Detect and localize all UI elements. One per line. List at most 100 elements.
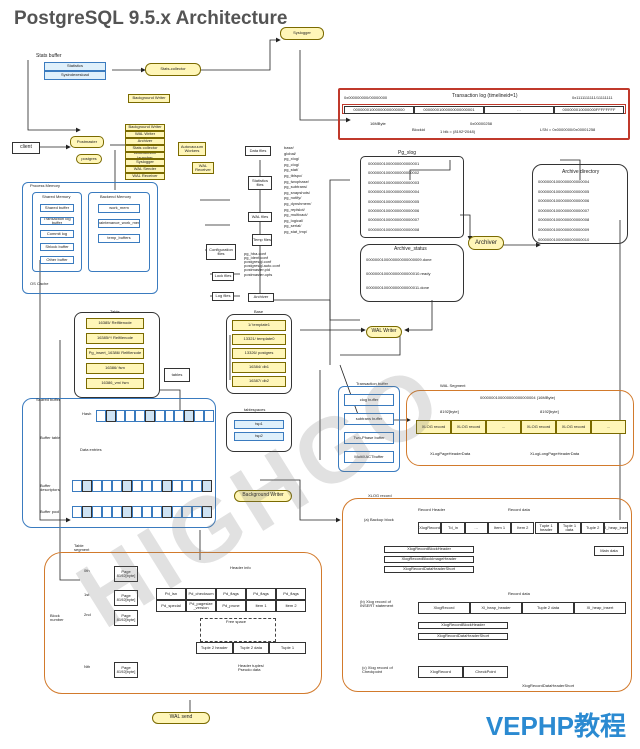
xlog-row-c-cell: CheckPoint — [463, 666, 508, 678]
tlog-lsn: LSN = 0x0000000/0x00001258 — [540, 127, 596, 132]
tlog-blockid: Blockid — [412, 127, 425, 132]
xlog-row-c-cell: XlogRecord — [418, 666, 463, 678]
stats-collector-box: Stats-collector — [145, 63, 201, 76]
shared-buffer-region — [22, 398, 216, 528]
base-database-item: 1/ template1 — [232, 320, 286, 331]
archive-directory-file: 00000001000000000000006 — [538, 198, 590, 204]
wal-segment-title: WAL Segment — [440, 383, 466, 388]
transaction-log-segment: … — [484, 106, 554, 114]
tablespaces-region — [226, 412, 292, 452]
tablespaces-title: tablespaces — [244, 407, 266, 412]
transaction-log-segment: 00000001000000000000000 — [344, 106, 414, 114]
pg-xlog-file: 00000001000000000000008 — [368, 226, 420, 232]
tables-box: tables — [164, 368, 190, 382]
header-info-label: Header info — [230, 565, 251, 570]
page-header-cell: Pd_pagesize _version — [186, 600, 216, 612]
xlog-row-a-cell: Tuple 2 — [581, 522, 605, 534]
shared-memory-region — [32, 192, 82, 272]
table-segment-region — [44, 552, 322, 694]
transaction-buffer-item: Two-Phase buffer — [344, 432, 394, 444]
buffer-table-cell — [125, 410, 136, 422]
buffer-table-cell — [135, 410, 145, 422]
pg-directory-item: pg_logical/ — [284, 217, 304, 223]
archive-status-region — [360, 244, 464, 302]
os-cache-label: OS Cache — [30, 281, 49, 286]
transaction-log-end: 0x1111111111/11111111 — [572, 95, 613, 100]
hash-label: Hash — [82, 411, 92, 416]
transaction-buffer-item: MultiXACTbuffer — [344, 451, 394, 463]
tlog-record-note: 1 blk = (8192*2048) — [440, 129, 476, 134]
buffer-pool-cell — [102, 506, 112, 518]
table-file-item: 16385/*/ Relfilenode — [86, 333, 144, 344]
pg-directory-item: base/ — [284, 145, 294, 150]
transaction-buffer-region — [338, 386, 400, 472]
configuration-files-box: Configuration files — [206, 244, 236, 260]
pg-xlog-file: 00000001000000000000001 — [368, 161, 420, 166]
buffer-table-cell — [164, 410, 175, 422]
shared-memory-label: Shared Memory — [42, 194, 71, 199]
page-header-cell: Pd_prune — [216, 600, 246, 612]
background-process-item: Background Writer — [125, 124, 165, 131]
background-process-item: WAL Writer — [125, 131, 165, 138]
background-process-item: WAL Sender — [125, 166, 165, 173]
shared-memory-item: Shlock buffer — [40, 243, 74, 251]
pg-xlog-file: 00000001000000000000007 — [368, 217, 420, 223]
free-space-label: Free space — [226, 619, 247, 624]
shared-memory-item: Shared buffer — [40, 204, 74, 212]
wal-record-item: XLOG record — [556, 420, 591, 434]
buffer-pool-cell — [82, 506, 92, 518]
xlog-row-a-cell: Item 2 — [511, 522, 535, 534]
page-box: Page 8192[byte] — [114, 590, 138, 606]
pg-conf-item: postgresql.auto.conf — [244, 263, 281, 268]
base-database-item: 16384/ db1 — [232, 362, 286, 373]
pg-directory-item: pg_xlog/ — [284, 156, 300, 162]
section-b-label: (b) Xlog record of INSERT statement — [360, 599, 394, 609]
archiver-box: Archiver — [468, 236, 504, 250]
buffer-pool-cell — [72, 506, 82, 518]
backend-memory-label: Backend Memory — [100, 194, 132, 199]
page-header-cell: Item 2 — [276, 600, 306, 612]
background-process-item: WAL Receiver — [125, 173, 165, 180]
table-segment-title: Table segment — [74, 543, 90, 553]
wal-receiver-side-box: WAL Receiver — [192, 162, 214, 174]
table-region — [74, 312, 160, 398]
record-header-label: Record Header — [418, 507, 446, 512]
buffer-pool-cell — [132, 506, 142, 518]
transaction-log-segment: 000000010000000FFFFFFFF — [554, 106, 624, 114]
wal-segment-region — [406, 390, 634, 466]
shared-buffer-title: Shared buffer — [36, 397, 61, 402]
xlog-header-item-b: XlogRecordDataHeaderShort — [418, 633, 508, 640]
xlog-header-item-a: XlogRecordDataHeaderShort — [384, 566, 474, 573]
record-data-b-label: Record data — [508, 591, 530, 596]
wal-record-item: … — [591, 420, 626, 434]
base-database-item: 13321/ template0 — [232, 334, 286, 345]
page-title: PostgreSQL 9.5.x Architecture — [14, 8, 288, 29]
client-box: client — [12, 142, 40, 154]
archive-status-file: 0000000100000000000000009.done — [366, 257, 432, 262]
lock-file-item: postmaster.pid — [244, 267, 271, 272]
buffer-descriptor-cell — [82, 480, 92, 492]
buffer-pool-label: Buffer pool — [40, 509, 60, 514]
pg-directory-item: pg_subtrans/ — [284, 184, 308, 190]
buffer-table-label: Buffer table — [40, 435, 61, 440]
page-header-cell: Pd_lsn — [156, 588, 186, 600]
stats-buffer-label: Stats buffer — [36, 53, 62, 59]
buffer-table-cell — [154, 410, 165, 422]
buffer-descriptor-cell — [172, 480, 182, 492]
data-entries-label: Data entries — [80, 447, 102, 452]
xlog-row-a-cell: XlogRecord — [418, 522, 442, 534]
shared-memory-item: Transaction log buffer — [40, 217, 74, 225]
pg-directory-item: pg_dynshmem/ — [284, 201, 312, 206]
record-data-label: Record data — [508, 507, 530, 512]
block-label: 0th — [84, 568, 90, 573]
buffer-table-cell — [96, 410, 106, 422]
page-header-cell: Pd_flags — [246, 588, 276, 600]
wal-long-header: XLogLongPageHeaderData — [530, 451, 580, 456]
tlog-offset: 0x00000258 — [470, 121, 493, 126]
pg-conf-item: postgresql.conf — [244, 259, 272, 264]
buffer-pool-cell — [122, 506, 132, 518]
